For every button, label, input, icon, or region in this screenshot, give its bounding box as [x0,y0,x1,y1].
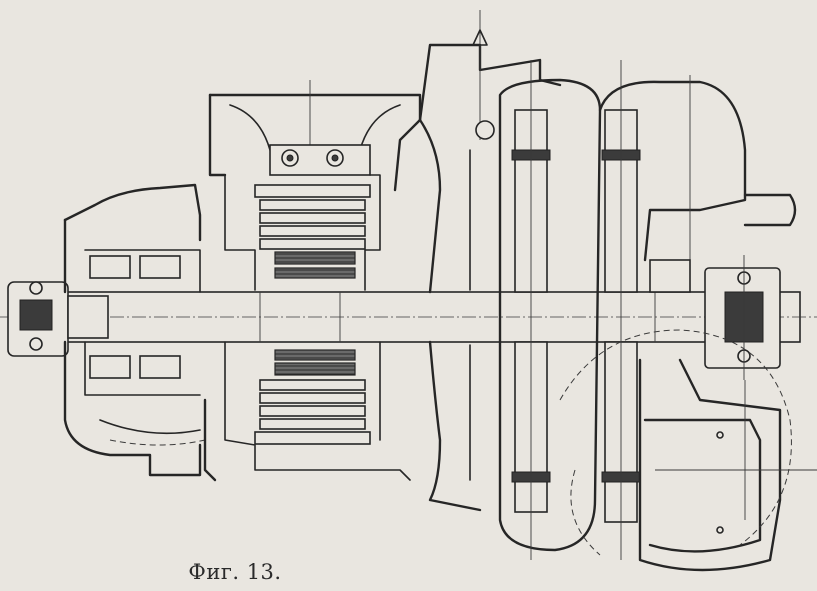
right-bearing [704,255,781,380]
turbine-wheel-1 [498,60,602,560]
drum-stages-lower [203,341,411,482]
lower-exhaust-casing [559,329,817,572]
left-housing [63,183,206,477]
main-shaft [0,291,817,343]
figure-caption: Фиг. 13. [188,560,282,584]
casing-wall [418,10,562,512]
exhaust-branch [649,75,797,293]
steam-chest [208,80,422,192]
drum-stages-upper [224,174,381,291]
turbine-wheel-2 [598,60,747,560]
left-bearing [7,281,109,357]
